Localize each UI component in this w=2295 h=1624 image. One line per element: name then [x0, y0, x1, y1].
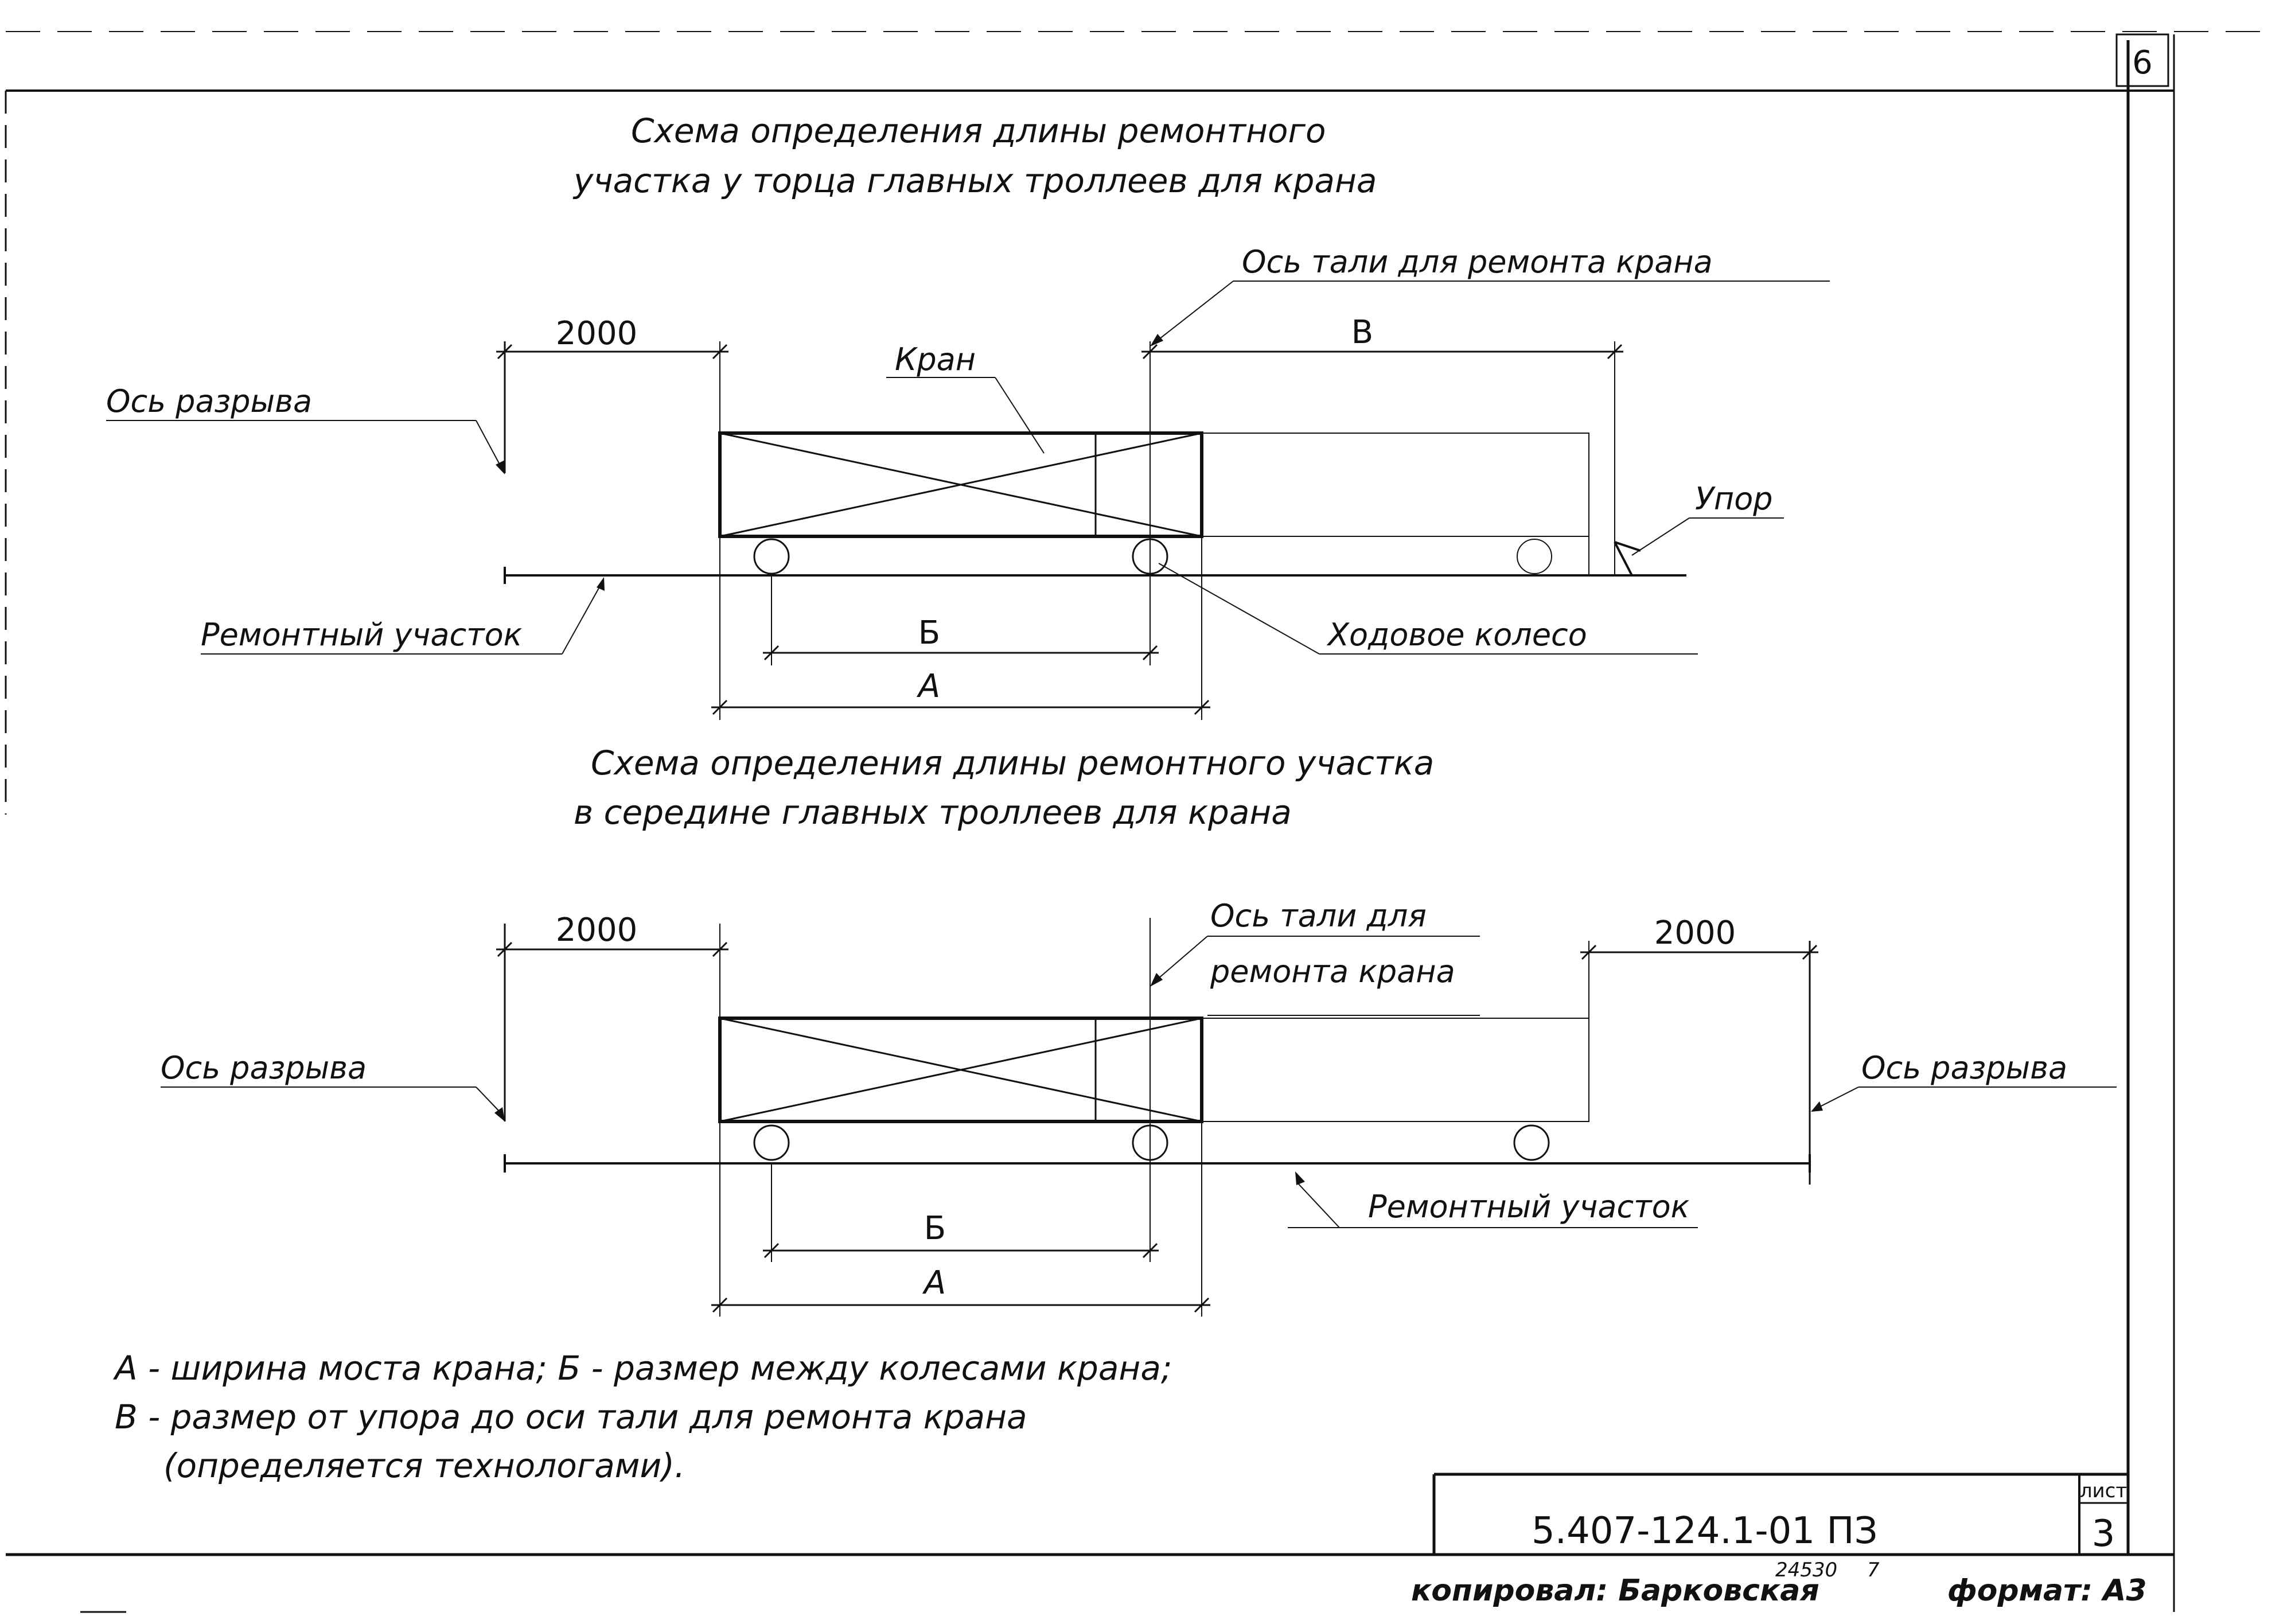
label-repair-section-1: Ремонтный участок — [201, 617, 523, 653]
crane-bridge-1 — [718, 431, 1203, 538]
label-running-wheel: Ходовое колесо — [1326, 617, 1587, 653]
sheet-number: 3 — [2092, 1513, 2115, 1555]
dim-a-1-label: А — [917, 668, 940, 705]
label-break-axis-1: Ось разрыва — [106, 383, 312, 419]
copied-by: копировал: Барковская — [1411, 1574, 1819, 1608]
sheet-label: лист — [2080, 1479, 2127, 1502]
dimension-b-small-2: Б — [763, 1163, 1159, 1262]
leader-break-axis-2-right: Ось разрыва — [1811, 1050, 2117, 1112]
leader-running-wheel: Ходовое колесо — [1158, 563, 1698, 655]
dim-2000-2-right-label: 2000 — [1654, 914, 1736, 952]
stop-mark — [1614, 542, 1633, 576]
sheet-frame: 6 — [5, 31, 2266, 1613]
dimension-b-small-1: Б — [763, 575, 1159, 665]
diagram-1: Схема определения длины ремонтного участ… — [106, 111, 1830, 720]
dimension-2000-1: 2000 — [496, 315, 728, 473]
leader-crane: Кран — [886, 341, 1045, 454]
leader-hoist-axis-1: Ось тали для ремонта крана — [1150, 244, 1830, 346]
corner-number: 6 — [2132, 44, 2153, 81]
crane-shifted-2 — [719, 1018, 1589, 1163]
dim-b-1-label: Б — [918, 614, 940, 652]
label-repair-section-2: Ремонтный участок — [1368, 1189, 1690, 1225]
diagram-1-title-line2: участка у торца главных троллеев для кра… — [572, 161, 1377, 200]
dimension-a-1: А — [711, 575, 1210, 720]
stamp: 24530 — [1775, 1559, 1837, 1582]
crane-bridge-2 — [718, 1017, 1203, 1123]
notes: А - ширина моста крана; Б - размер между… — [112, 1349, 1172, 1485]
label-hoist-axis-2-line2: ремонта крана — [1210, 953, 1455, 990]
dim-2000-1-label: 2000 — [556, 315, 638, 352]
leader-repair-section-2: Ремонтный участок — [1288, 1171, 1698, 1228]
dimension-a-2: А — [711, 1163, 1210, 1317]
diagram-1-title-line1: Схема определения длины ремонтного — [631, 111, 1326, 150]
drawing-code: 5.407-124.1-01 ПЗ — [1532, 1510, 1878, 1552]
note-line-2: В - размер от упора до оси тали для ремо… — [115, 1397, 1027, 1436]
label-hoist-axis-1: Ось тали для ремонта крана — [1242, 244, 1713, 280]
diagram-2-title-line1: Схема определения длины ремонтного участ… — [591, 743, 1434, 782]
label-hoist-axis-2-line1: Ось тали для — [1210, 898, 1427, 934]
title-block: 5.407-124.1-01 ПЗ лист 3 — [1432, 1473, 2128, 1555]
dim-2000-2-left-label: 2000 — [556, 912, 638, 949]
paper-format: формат: А3 — [1947, 1574, 2147, 1608]
dim-a-2-label: А — [922, 1264, 946, 1302]
crane-shifted-1 — [719, 433, 1589, 575]
stamp-number: 7 — [1867, 1559, 1880, 1582]
dimension-2000-2-left: 2000 — [496, 912, 728, 1121]
corner-box — [2115, 33, 2169, 87]
wheel-1c — [1517, 539, 1552, 574]
dim-B-label: В — [1351, 314, 1373, 351]
note-line-1: А - ширина моста крана; Б - размер между… — [112, 1349, 1172, 1388]
wheel-1a — [753, 538, 790, 575]
leader-break-axis-1: Ось разрыва — [106, 383, 505, 474]
label-crane: Кран — [895, 341, 976, 377]
leader-repair-section-1: Ремонтный участок — [201, 577, 605, 655]
diagram-2: Схема определения длины ремонтного участ… — [161, 743, 2117, 1317]
dimension-2000-2-right: 2000 — [1580, 914, 1818, 1185]
label-break-axis-2-right: Ось разрыва — [1861, 1050, 2067, 1086]
footer: копировал: Барковская 24530 7 формат: А3 — [1411, 1559, 2147, 1608]
leader-hoist-axis-2: Ось тали для ремонта крана — [1150, 898, 1480, 1016]
leader-stop: Упор — [1614, 481, 1784, 576]
label-break-axis-2-left: Ось разрыва — [161, 1050, 367, 1086]
leader-break-axis-2-left: Ось разрыва — [161, 1050, 505, 1121]
dimension-b-1: В — [1141, 314, 1623, 575]
wheel-2c — [1513, 1124, 1550, 1161]
note-line-3: (определяется технологами). — [163, 1446, 685, 1485]
wheel-2a — [753, 1124, 790, 1161]
label-stop: Упор — [1695, 481, 1773, 517]
diagram-2-title-line2: в середине главных троллеев для крана — [574, 793, 1292, 832]
dim-b-2-label: Б — [924, 1210, 946, 1247]
